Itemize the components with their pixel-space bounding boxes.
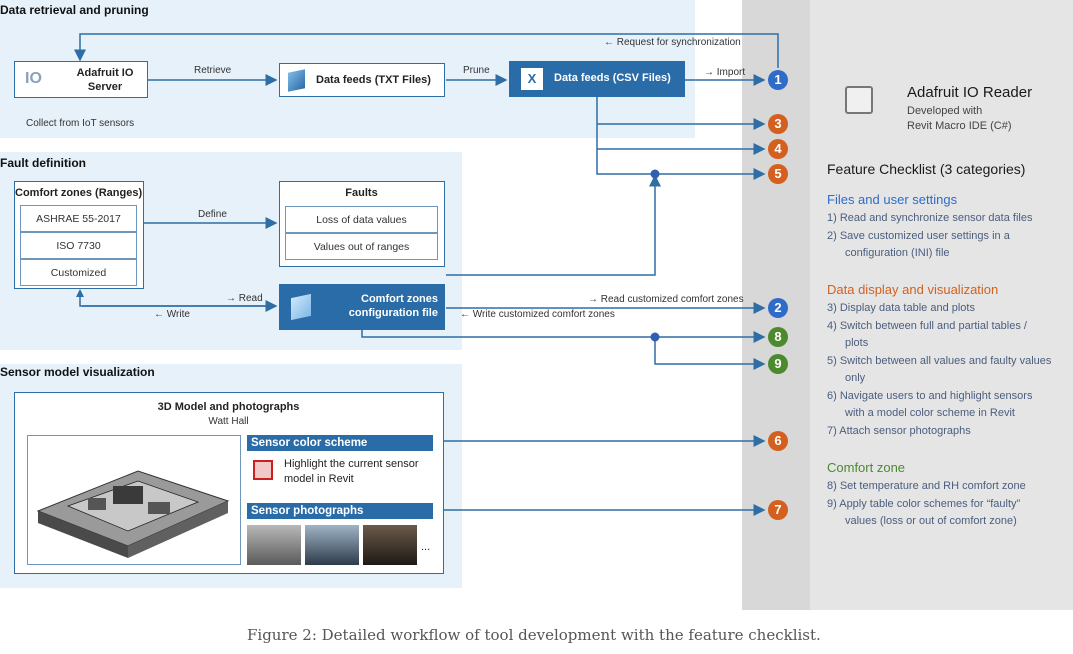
section-title-retrieval: Data retrieval and pruning — [0, 3, 149, 17]
faults-title: Faults — [345, 187, 378, 199]
figure-caption: Figure 2: Detailed workflow of tool deve… — [247, 626, 821, 644]
badge-7: 7 — [768, 500, 788, 520]
item-4-cont: plots — [845, 337, 869, 349]
badge-9: 9 — [768, 354, 788, 374]
read-label: → Read — [226, 293, 263, 304]
category-comfort: Comfort zone — [827, 460, 906, 475]
cube-icon — [253, 460, 273, 480]
badge-8: 8 — [768, 327, 788, 347]
category-files: Files and user settings — [827, 192, 958, 207]
item-7: 7) Attach sensor photographs — [827, 425, 971, 437]
comfort-zones-node: Comfort zones (Ranges) ASHRAE 55-2017 IS… — [14, 181, 144, 289]
model-title: 3D Model and photographs — [157, 401, 300, 413]
item-9: 9) Apply table color schemes for “faulty… — [827, 498, 1021, 510]
import-label: → Import — [704, 67, 746, 78]
adafruit-server-label: Adafruit IO Server — [76, 67, 134, 93]
customized-cell: Customized — [20, 259, 137, 286]
item-3: 3) Display data table and plots — [827, 302, 975, 314]
config-file-node: Comfort zones configuration file — [279, 284, 445, 330]
out-range-cell: Values out of ranges — [285, 233, 438, 260]
txt-feeds-node: Data feeds (TXT Files) — [279, 63, 445, 97]
adafruit-logo-icon: IO — [25, 70, 42, 87]
item-2: 2) Save customized user settings in a — [827, 230, 1010, 242]
item-5-cont: only — [845, 372, 866, 384]
photo-2 — [305, 525, 359, 565]
ashrae-cell: ASHRAE 55-2017 — [20, 205, 137, 232]
item-4: 4) Switch between full and partial table… — [827, 320, 1027, 332]
category-display: Data display and visualization — [827, 282, 999, 297]
photo-1 — [247, 525, 301, 565]
item-2-cont: configuration (INI) file — [845, 247, 950, 259]
badge-2: 2 — [768, 298, 788, 318]
item-9-cont: values (loss or out of comfort zone) — [845, 515, 1017, 527]
badge-4: 4 — [768, 139, 788, 159]
section-title-fault: Fault definition — [0, 156, 86, 170]
item-6: 6) Navigate users to and highlight senso… — [827, 390, 1033, 402]
badge-6: 6 — [768, 431, 788, 451]
section-title-sensor: Sensor model visualization — [0, 365, 155, 379]
photos-header: Sensor photographs — [247, 503, 433, 519]
building-model-drawing — [36, 470, 230, 558]
model-photos-node: 3D Model and photographs Watt Hall Senso… — [14, 392, 444, 574]
csv-feeds-node: X Data feeds (CSV Files) — [509, 61, 685, 97]
request-sync-label: ← Request for synchronization — [604, 37, 741, 48]
loss-cell: Loss of data values — [285, 206, 438, 233]
config-file-label: Comfort zones configuration file — [348, 293, 438, 319]
photo-3 — [363, 525, 417, 565]
define-label: Define — [198, 209, 227, 220]
item-8: 8) Set temperature and RH comfort zone — [827, 480, 1026, 492]
write-label: ← Write — [154, 309, 190, 320]
photos-ellipsis: ... — [421, 541, 431, 553]
panel-subtitle: Developed with Revit Macro IDE (C#) — [907, 105, 1012, 132]
badge-1: 1 — [768, 70, 788, 90]
prune-label: Prune — [463, 65, 490, 76]
model-subtitle: Watt Hall — [208, 416, 249, 427]
iso-cell: ISO 7730 — [20, 232, 137, 259]
faults-node: Faults Loss of data values Values out of… — [279, 181, 445, 267]
panel-title: Adafruit IO Reader — [907, 84, 1033, 101]
notepad-icon — [288, 69, 305, 92]
retrieve-label: Retrieve — [194, 65, 232, 76]
item-1: 1) Read and synchronize sensor data file… — [827, 212, 1033, 224]
checklist-title: Feature Checklist (3 categories) — [827, 161, 1026, 177]
building-model-image — [27, 435, 241, 565]
item-6-cont: with a model color scheme in Revit — [845, 407, 1015, 419]
adafruit-server-node: IO Adafruit IO Server — [14, 61, 148, 98]
read-custom-label: → Read customized comfort zones — [588, 294, 744, 305]
txt-feeds-label: Data feeds (TXT Files) — [316, 74, 431, 86]
csv-feeds-label: Data feeds (CSV Files) — [554, 72, 671, 84]
color-scheme-header: Sensor color scheme — [247, 435, 433, 451]
badge-5: 5 — [768, 164, 788, 184]
excel-icon: X — [521, 68, 543, 90]
highlight-label: Highlight the current sensor model in Re… — [284, 458, 419, 485]
config-file-icon — [291, 293, 311, 321]
item-5: 5) Switch between all values and faulty … — [827, 355, 1052, 367]
collect-label: Collect from IoT sensors — [26, 118, 135, 129]
write-custom-label: ← Write customized comfort zones — [460, 309, 615, 320]
badge-3: 3 — [768, 114, 788, 134]
reader-tool-icon — [845, 86, 873, 114]
comfort-zones-title: Comfort zones (Ranges) — [15, 187, 143, 199]
